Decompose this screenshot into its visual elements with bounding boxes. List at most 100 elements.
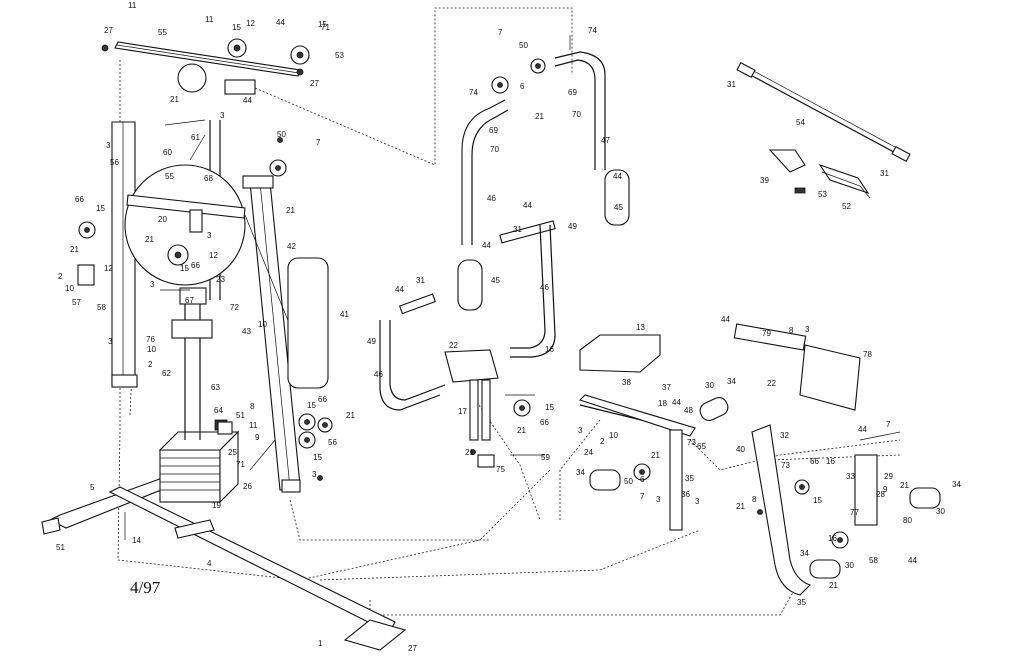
callout-72: 72 bbox=[230, 303, 239, 312]
base-frame bbox=[41, 467, 407, 651]
callout-50: 50 bbox=[624, 477, 633, 486]
callout-6: 6 bbox=[520, 82, 525, 91]
callout-3: 3 bbox=[150, 280, 155, 289]
rear-upright bbox=[111, 121, 138, 388]
callout-46: 46 bbox=[540, 283, 549, 292]
callout-3: 3 bbox=[805, 325, 810, 334]
callout-10: 10 bbox=[258, 320, 267, 329]
callout-2: 2 bbox=[148, 360, 153, 369]
callout-12: 12 bbox=[246, 19, 255, 28]
callout-26: 26 bbox=[243, 482, 252, 491]
callout-80: 80 bbox=[903, 516, 912, 525]
center-pivot bbox=[444, 349, 531, 468]
callout-7: 7 bbox=[316, 138, 321, 147]
callout-36: 36 bbox=[681, 490, 690, 499]
callout-42: 42 bbox=[287, 242, 296, 251]
callout-14: 14 bbox=[132, 536, 141, 545]
callout-49: 49 bbox=[568, 222, 577, 231]
callout-8: 8 bbox=[250, 402, 255, 411]
callout-11: 11 bbox=[205, 15, 214, 24]
callout-3: 3 bbox=[207, 231, 212, 240]
callout-50: 50 bbox=[519, 41, 528, 50]
callout-21: 21 bbox=[170, 95, 179, 104]
pulleys-left bbox=[77, 159, 333, 449]
callout-29: 29 bbox=[884, 472, 893, 481]
weight-stack bbox=[158, 120, 240, 504]
callout-58: 58 bbox=[97, 303, 106, 312]
callout-61: 61 bbox=[191, 133, 200, 142]
callout-74: 74 bbox=[588, 26, 597, 35]
callout-2: 2 bbox=[58, 272, 63, 281]
callout-16: 16 bbox=[828, 534, 837, 543]
callout-3: 3 bbox=[656, 495, 661, 504]
callout-27: 27 bbox=[408, 644, 417, 653]
callout-17: 17 bbox=[458, 407, 467, 416]
callout-68: 68 bbox=[204, 174, 213, 183]
callout-50: 50 bbox=[277, 130, 286, 139]
callout-69: 69 bbox=[568, 88, 577, 97]
callout-46: 46 bbox=[374, 370, 383, 379]
callout-41: 41 bbox=[340, 310, 349, 319]
callout-34: 34 bbox=[576, 468, 585, 477]
callout-24: 24 bbox=[584, 448, 593, 457]
callout-15: 15 bbox=[318, 20, 327, 29]
callout-34: 34 bbox=[727, 377, 736, 386]
callout-3: 3 bbox=[312, 470, 317, 479]
callout-3: 3 bbox=[578, 426, 583, 435]
callout-66: 66 bbox=[318, 395, 327, 404]
callout-10: 10 bbox=[609, 431, 618, 440]
callout-51: 51 bbox=[236, 411, 245, 420]
callout-23: 23 bbox=[216, 275, 225, 284]
callout-39: 39 bbox=[760, 176, 769, 185]
callout-9: 9 bbox=[883, 485, 888, 494]
callout-52: 52 bbox=[842, 202, 851, 211]
callout-44: 44 bbox=[395, 285, 404, 294]
callout-48: 48 bbox=[684, 406, 693, 415]
callout-9: 9 bbox=[255, 433, 260, 442]
callout-1: 1 bbox=[318, 639, 323, 648]
callout-15: 15 bbox=[307, 401, 316, 410]
callout-64: 64 bbox=[214, 406, 223, 415]
callout-71: 71 bbox=[321, 23, 330, 32]
callout-31: 31 bbox=[416, 276, 425, 285]
callout-25: 25 bbox=[228, 448, 237, 457]
callout-15: 15 bbox=[232, 23, 241, 32]
callout-37: 37 bbox=[662, 383, 671, 392]
callout-66: 66 bbox=[810, 457, 819, 466]
callout-58: 58 bbox=[869, 556, 878, 565]
callout-20: 20 bbox=[158, 215, 167, 224]
callout-8: 8 bbox=[789, 326, 794, 335]
callout-22: 22 bbox=[449, 341, 458, 350]
callout-31: 31 bbox=[727, 80, 736, 89]
callout-57: 57 bbox=[72, 298, 81, 307]
callout-69: 69 bbox=[489, 126, 498, 135]
callout-51: 51 bbox=[56, 543, 65, 552]
callout-44: 44 bbox=[613, 172, 622, 181]
detail-magnifier bbox=[124, 134, 301, 351]
callout-3: 3 bbox=[695, 497, 700, 506]
top-beam bbox=[114, 38, 310, 95]
press-arms bbox=[379, 51, 630, 411]
callout-38: 38 bbox=[622, 378, 631, 387]
callout-21: 21 bbox=[517, 426, 526, 435]
callout-79: 79 bbox=[762, 329, 771, 338]
callout-21: 21 bbox=[346, 411, 355, 420]
callout-66: 66 bbox=[75, 195, 84, 204]
callout-30: 30 bbox=[845, 561, 854, 570]
callout-75: 75 bbox=[496, 465, 505, 474]
callout-44: 44 bbox=[276, 18, 285, 27]
callout-49: 49 bbox=[367, 337, 376, 346]
callout-59: 59 bbox=[541, 453, 550, 462]
callout-45: 45 bbox=[491, 276, 500, 285]
back-pad bbox=[287, 257, 329, 389]
callout-15: 15 bbox=[545, 403, 554, 412]
callout-55: 55 bbox=[158, 28, 167, 37]
callout-70: 70 bbox=[572, 110, 581, 119]
callout-78: 78 bbox=[863, 350, 872, 359]
callout-60: 60 bbox=[163, 148, 172, 157]
callout-5: 5 bbox=[90, 483, 95, 492]
callout-21: 21 bbox=[70, 245, 79, 254]
callout-7: 7 bbox=[640, 492, 645, 501]
